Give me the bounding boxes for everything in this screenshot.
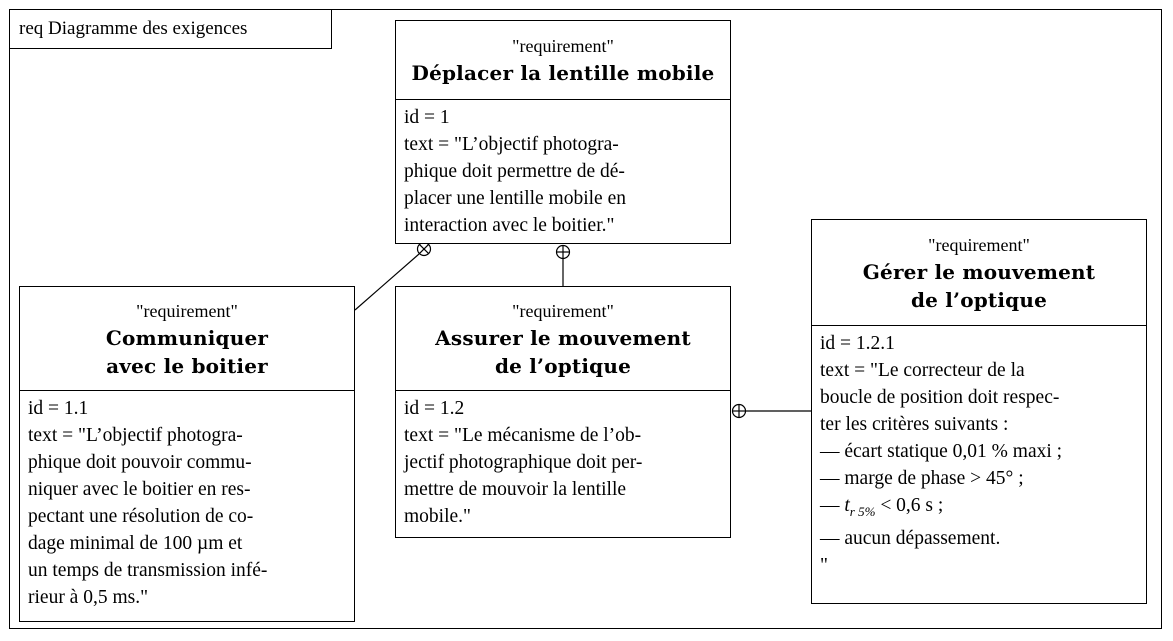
text-line: phique doit permettre de dé- [404, 161, 625, 182]
text-line: — aucun dépassement. [820, 527, 1001, 549]
text-line: interaction avec le boitier." [404, 215, 615, 236]
text-line: niquer avec le boitier en res- [28, 479, 251, 500]
stereotype-label: "requirement" [512, 36, 614, 56]
diagram-frame [9, 9, 1162, 629]
text-line: ter les critères suivants : [820, 414, 1009, 435]
requirement-header: "requirement" Assurer le mouvement de l’… [396, 287, 730, 391]
requirement-name: Déplacer la lentille mobile [411, 61, 715, 85]
requirement-header: "requirement" Communiquer avec le boitie… [20, 287, 354, 391]
requirement-body: id = 1 text = "L’objectif photogra- phiq… [396, 100, 730, 239]
text-line: text = "L’objectif photogra- [404, 134, 619, 155]
text-line: text = "L’objectif photogra- [28, 425, 243, 446]
text-line: — marge de phase > 45° ; [820, 468, 1024, 489]
requirement-name: Communiquer avec le boitier [105, 325, 269, 378]
requirement-header: "requirement" Gérer le mouvement de l’op… [812, 220, 1146, 326]
text-line: placer une lentille mobile en [404, 188, 626, 209]
requirement-id: id = 1.1 [28, 398, 89, 419]
containment-line-1-1.1 [354, 253, 420, 311]
containment-plus-circle-icon [555, 244, 571, 260]
requirement-body: id = 1.2.1 text = "Le correcteur de la b… [812, 326, 1146, 579]
requirement-id: id = 1 [404, 107, 450, 128]
requirement-1.2: "requirement" Assurer le mouvement de l’… [395, 286, 731, 538]
text-line: text = "Le correcteur de la [820, 360, 1025, 381]
text-line: — écart statique 0,01 % maxi ; [820, 441, 1063, 462]
text-line: un temps de transmission infé- [28, 560, 268, 581]
stereotype-label: "requirement" [928, 234, 1030, 255]
text-line: boucle de position doit respec- [820, 387, 1060, 408]
text-line-rise-time: — tr 5% < 0,6 s ; [820, 495, 944, 519]
text-line: dage minimal de 100 µm et [28, 533, 243, 554]
requirement-id: id = 1.2.1 [820, 333, 895, 354]
requirement-1.2.1: "requirement" Gérer le mouvement de l’op… [811, 219, 1147, 604]
frame-label: req Diagramme des exigences [9, 9, 332, 49]
rise-time-subscript: r 5% [849, 503, 876, 519]
text-line: phique doit pouvoir commu- [28, 452, 252, 473]
text-line: mobile." [404, 506, 471, 527]
requirement-id: id = 1.2 [404, 398, 465, 419]
text-line: pectant une résolution de co- [28, 506, 254, 527]
text-line: rieur à 0,5 ms." [28, 587, 149, 608]
containment-crossed-circle-icon [416, 241, 432, 257]
text-line: jectif photographique doit per- [404, 452, 643, 473]
requirement-name: Assurer le mouvement de l’optique [435, 325, 691, 378]
requirement-body: id = 1.2 text = "Le mécanisme de l’ob- j… [396, 391, 730, 530]
text-line: " [820, 554, 828, 576]
requirement-1: "requirement" Déplacer la lentille mobil… [395, 20, 731, 244]
requirement-1.1: "requirement" Communiquer avec le boitie… [19, 286, 355, 622]
stereotype-label: "requirement" [512, 300, 614, 321]
text-line: mettre de mouvoir la lentille [404, 479, 627, 500]
rise-time-value: < 0,6 s ; [875, 495, 944, 516]
requirement-header: "requirement" Déplacer la lentille mobil… [396, 21, 730, 100]
requirement-name: Gérer le mouvement de l’optique [862, 259, 1096, 312]
text-line: text = "Le mécanisme de l’ob- [404, 425, 642, 446]
stereotype-label: "requirement" [136, 300, 238, 321]
containment-plus-circle-icon [731, 403, 747, 419]
requirement-body: id = 1.1 text = "L’objectif photogra- ph… [20, 391, 354, 611]
rise-time-symbol: t [844, 495, 850, 516]
